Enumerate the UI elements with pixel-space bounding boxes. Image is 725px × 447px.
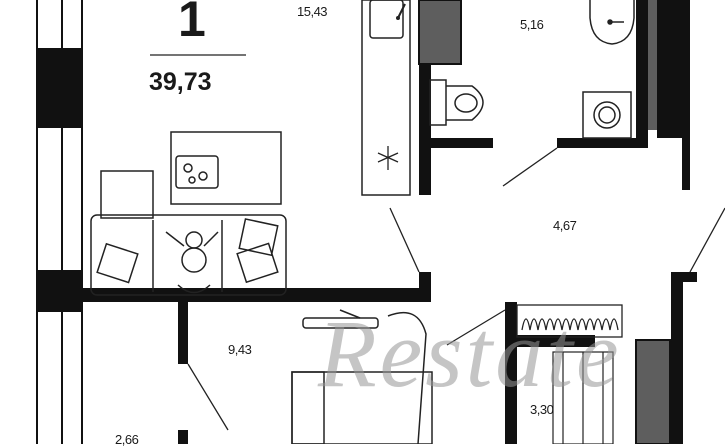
room-area-hall: 4,67 — [553, 218, 577, 233]
kitchen-counter — [361, 0, 411, 196]
storage-shelves — [552, 351, 614, 444]
rooms-count: 1 — [178, 0, 206, 47]
room-area-bedroom: 2,66 — [115, 432, 139, 447]
cabinet-box — [635, 339, 671, 444]
washer-icon — [582, 91, 632, 139]
toilet-icon — [429, 79, 484, 126]
table-icon — [170, 131, 282, 205]
armchair-icon — [291, 309, 433, 444]
watermark: Restate — [318, 300, 622, 407]
total-area: 39,73 — [149, 68, 212, 96]
room-area-storage: 3,30 — [530, 402, 554, 417]
door-swings — [187, 147, 725, 431]
room-area-kitchen: 9,43 — [228, 342, 252, 357]
washbasin-icon — [589, 0, 635, 45]
room-area-bathroom: 5,16 — [520, 17, 544, 32]
sofa-icon — [90, 170, 287, 296]
radiator-icon — [516, 304, 623, 338]
wall-pillars — [37, 48, 82, 312]
sink-icon — [369, 0, 404, 39]
fridge-box — [418, 0, 462, 65]
person-icon — [165, 231, 219, 294]
stove-icon — [377, 146, 399, 170]
room-area-living: 15,43 — [297, 4, 328, 19]
